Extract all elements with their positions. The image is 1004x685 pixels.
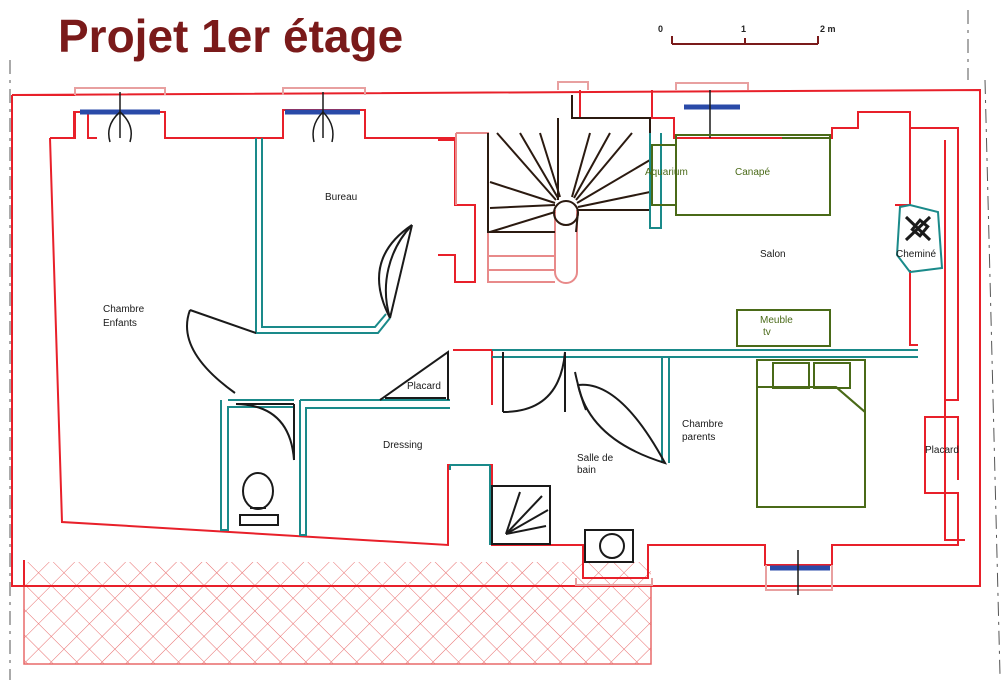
- shower: [491, 485, 551, 545]
- scale-label-2: 2 m: [820, 24, 836, 34]
- label-canape: Canapé: [735, 167, 770, 178]
- scale-bar: 0 1 2 m: [658, 24, 836, 45]
- toilet: [239, 472, 279, 526]
- doors: [186, 224, 566, 461]
- label-meuble-tv: tv: [763, 327, 771, 338]
- label-meuble: Meuble: [760, 315, 793, 326]
- label-bureau: Bureau: [325, 192, 357, 203]
- label-cheminee: Cheminé: [896, 249, 936, 260]
- property-boundaries: [9, 10, 1001, 680]
- scale-label-1: 1: [741, 24, 746, 34]
- window-swings: [108, 90, 799, 595]
- label-salle-de-bain-2: bain: [577, 465, 596, 476]
- plan-title: Projet 1er étage: [58, 10, 403, 62]
- label-aquarium: Aquarium: [645, 167, 688, 178]
- bed-shape: [756, 359, 866, 508]
- bathtub: [574, 371, 668, 465]
- furniture: [651, 134, 866, 508]
- staircase: [455, 95, 651, 284]
- scale-label-0: 0: [658, 24, 663, 34]
- label-salle-de-bain: Salle de: [577, 453, 614, 464]
- terrace-hatch: [23, 562, 652, 665]
- washbasin: [584, 529, 634, 563]
- fireplace-icon: [904, 215, 932, 242]
- label-chambre-enfants-2: Enfants: [103, 318, 137, 329]
- label-salon: Salon: [760, 249, 786, 260]
- window-recesses: [74, 81, 833, 591]
- room-labels: Chambre Enfants Bureau Aquarium Canapé S…: [103, 167, 959, 476]
- label-chambre-parents-2: parents: [682, 432, 715, 443]
- label-chambre-parents: Chambre: [682, 419, 724, 430]
- tv-unit-shape: [736, 309, 831, 347]
- label-placard-left: Placard: [407, 381, 441, 392]
- label-dressing: Dressing: [383, 440, 422, 451]
- label-chambre-enfants: Chambre: [103, 304, 145, 315]
- aquarium-shape: [651, 144, 677, 206]
- label-placard-right: Placard: [925, 445, 959, 456]
- exterior-walls: [11, 88, 981, 587]
- partitions: [220, 133, 944, 545]
